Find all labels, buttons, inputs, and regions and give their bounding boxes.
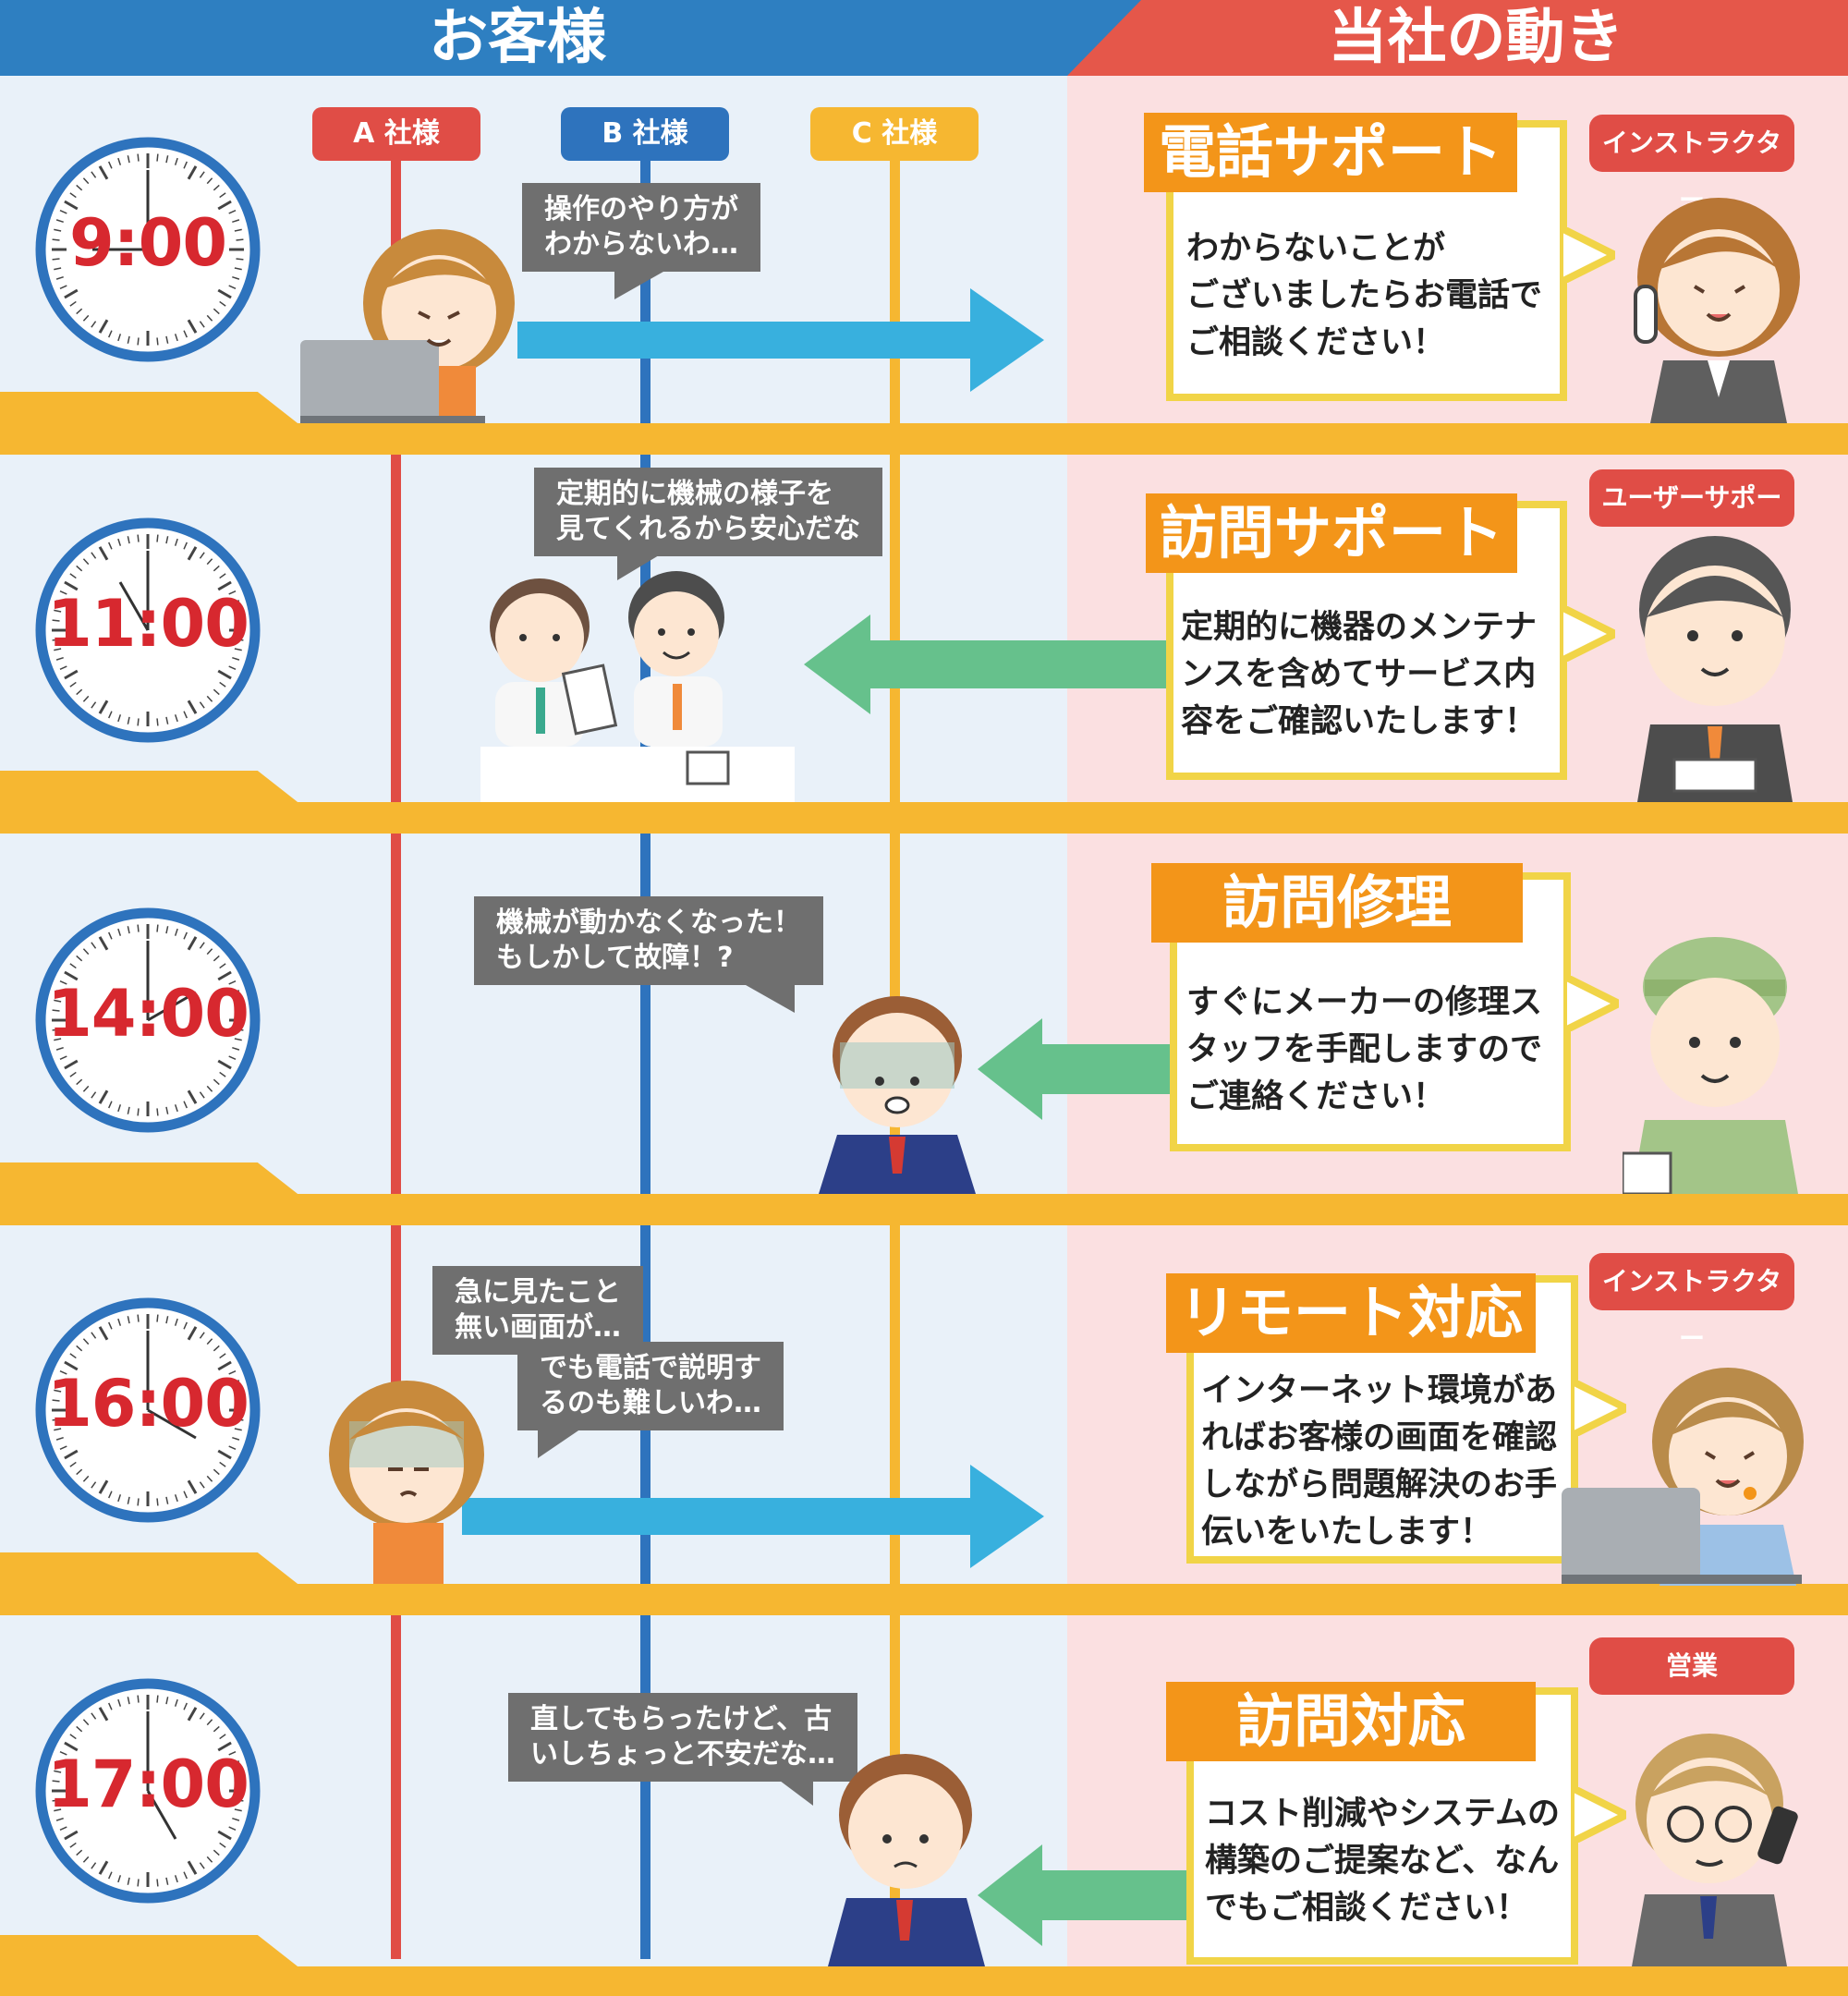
clock-time-row1: 9:00 [68, 205, 227, 281]
bubble-tail [617, 553, 663, 580]
company-tab-a: A 社様 [312, 107, 480, 161]
staff-role-row1: インストラクター [1589, 115, 1794, 215]
bubble-tail [538, 1427, 584, 1458]
bubble-tail [614, 268, 670, 299]
customer-header: お客様 [0, 0, 1141, 76]
clock-time-row3: 14:00 [47, 976, 249, 1052]
clock-time-row4: 16:00 [47, 1366, 249, 1442]
clock-face-row3 [35, 907, 261, 1133]
row-divider [0, 1966, 1848, 1996]
arrow-to-customer-row5 [978, 1844, 1190, 1946]
staff-role-row4: インストラクター [1589, 1253, 1794, 1354]
customer-anxious-man-figure [828, 1754, 985, 1966]
row-divider [0, 802, 1848, 834]
user-support-staff-figure [1637, 536, 1793, 802]
customer-worried-man-figure [819, 996, 976, 1194]
bubble-tail [776, 1778, 813, 1806]
customer-bubble-row4a: 急に見たこと 無い画面が… [432, 1266, 643, 1355]
service-title-row2: 訪問サポート [1146, 493, 1517, 573]
row-divider [0, 1194, 1848, 1225]
clock-face-row4 [35, 1297, 261, 1523]
sales-staff-figure [1632, 1734, 1798, 1966]
instructor-remote-figure [1562, 1368, 1804, 1586]
lane-b [640, 139, 650, 1959]
company-header: 当社の動き [1067, 0, 1848, 76]
customer-bubble-row5: 直してもらったけど、古 いしちょっと不安だな… [508, 1693, 857, 1782]
instructor-phone-figure [1634, 198, 1800, 423]
staff-role-row2: ユーザーサポート [1589, 469, 1794, 570]
card-pointer [1560, 606, 1615, 662]
clock-time-row5: 17:00 [47, 1746, 249, 1822]
arrow-to-company-row1 [517, 288, 1044, 392]
customer-header-title: お客様 [429, 4, 606, 72]
service-title-row1: 電話サポート [1144, 113, 1517, 192]
arrow-to-customer-row2 [804, 615, 1173, 714]
clock-face-row2 [35, 517, 261, 743]
arrow-to-company-row4 [462, 1465, 1044, 1568]
customer-bubble-row1: 操作のやり方が わからないわ… [522, 183, 760, 272]
customer-bubble-row3: 機械が動かなくなった！ もしかして故障！? [474, 896, 823, 985]
row-divider [0, 423, 1848, 455]
company-tab-b: B 社様 [561, 107, 729, 161]
card-pointer [1560, 227, 1615, 283]
service-title-row4: リモート対応 [1166, 1273, 1536, 1353]
clock-face-row1 [35, 137, 261, 362]
customer-bubble-row4b: でも電話で説明す るのも難しいわ… [517, 1342, 784, 1430]
service-title-row3: 訪問修理 [1151, 863, 1523, 943]
company-tab-c: C 社様 [810, 107, 979, 161]
card-pointer [1571, 1381, 1626, 1436]
card-pointer [1571, 1787, 1626, 1843]
repair-staff-figure [1623, 937, 1798, 1194]
clock-time-row2: 11:00 [47, 586, 249, 662]
row-divider [0, 1584, 1848, 1615]
customer-troubled-woman-figure [329, 1381, 484, 1584]
bubble-tail [739, 981, 795, 1013]
service-title-row5: 訪問対応 [1166, 1682, 1536, 1761]
lane-a [391, 139, 401, 1959]
arrow-to-customer-row3 [978, 1018, 1181, 1120]
clock-face-row5 [35, 1678, 261, 1904]
customers-meeting-figure [480, 571, 795, 802]
customer-woman-laptop-figure [300, 229, 515, 423]
company-header-title: 当社の動き [1328, 4, 1624, 72]
staff-role-row5: 営業 [1589, 1637, 1794, 1695]
card-pointer [1563, 976, 1619, 1031]
customer-bubble-row2: 定期的に機械の様子を 見てくれるから安心だな [534, 468, 883, 556]
